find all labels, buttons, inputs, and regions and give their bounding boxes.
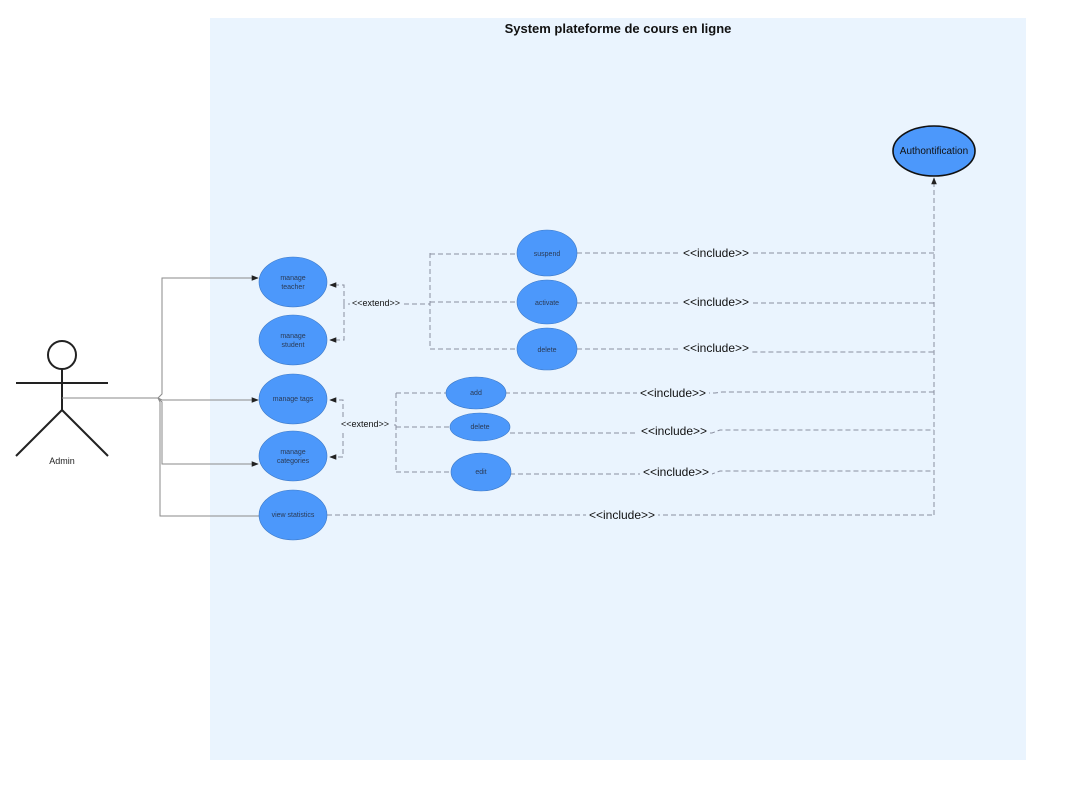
use-case-manage-tags[interactable]: manage tags [258,373,328,425]
extend-bracket-categories [329,425,344,460]
actor-associations [62,275,260,517]
use-case-activate[interactable]: activate [516,279,578,325]
extend-label-users: <<extend>> [352,298,400,308]
svg-text:edit: edit [475,469,486,476]
svg-text:categories: categories [277,458,310,465]
svg-text:manage: manage [280,449,305,456]
use-case-delete-user[interactable]: delete [516,327,578,371]
use-case-edit[interactable]: edit [450,452,512,492]
use-case-authentification[interactable]: Authontification [892,125,976,177]
actor-left-leg [15,409,63,457]
svg-text:add: add [470,390,482,397]
include-line-add [505,391,934,394]
include-label-delete-user: <<include>> [683,341,749,355]
use-case-manage-teacher[interactable]: manage teacher [258,256,328,308]
actor-head [47,340,77,370]
extend-bracket-teacher [329,282,345,304]
use-case-suspend[interactable]: suspend [516,229,578,277]
actor-admin[interactable]: Admin [15,340,109,466]
include-label-activate: <<include>> [683,295,749,309]
use-case-delete-item[interactable]: delete [449,412,511,442]
use-case-manage-student[interactable]: manage student [258,314,328,366]
svg-text:view statistics: view statistics [272,512,315,519]
svg-text:suspend: suspend [534,251,561,258]
include-label-add: <<include>> [640,386,706,400]
use-case-view-statistics[interactable]: view statistics [258,489,328,541]
extend-bracket-tags [329,397,344,425]
actor-label: Admin [49,456,75,466]
svg-text:teacher: teacher [281,284,305,291]
include-label-suspend: <<include>> [683,246,749,260]
association-manage-teacher [157,275,259,399]
svg-text:manage tags: manage tags [273,396,314,403]
stereotype-labels: <<extend>> <<extend>> <<include>> <<incl… [338,246,752,522]
include-label-view-statistics: <<include>> [589,508,655,522]
system-title: System plateforme de cours en ligne [505,21,732,36]
include-line-delete-item [510,429,934,434]
svg-text:delete: delete [537,347,556,354]
svg-text:manage: manage [280,275,305,282]
actor-right-leg [61,409,109,457]
use-case-add[interactable]: add [445,376,507,410]
svg-text:student: student [282,342,305,349]
include-connectors [327,177,937,516]
include-label-delete-item: <<include>> [641,424,707,438]
association-manage-categories [157,397,259,467]
svg-text:manage: manage [280,333,305,340]
svg-text:activate: activate [535,300,559,307]
extend-bracket-student [329,304,345,343]
include-label-edit: <<include>> [643,465,709,479]
svg-text:Authontification: Authontification [900,146,968,157]
include-line-edit [510,470,934,475]
use-case-manage-categories[interactable]: manage categories [258,430,328,482]
svg-text:delete: delete [470,424,489,431]
extend-label-items: <<extend>> [341,419,389,429]
system-boundary [210,18,1026,760]
association-view-statistics [157,397,260,517]
